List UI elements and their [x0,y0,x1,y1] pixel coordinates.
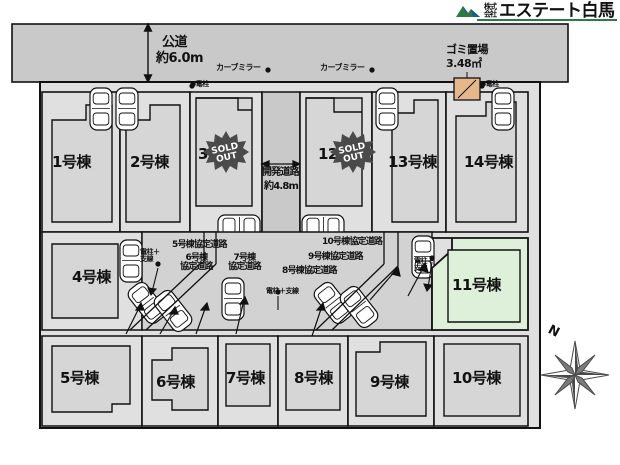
garbage-area-label-line1: ゴミ置場 [446,43,489,56]
lot-label-9[interactable]: 9号棟 [370,373,409,391]
mirror-marker-left [265,67,271,73]
mountain-icon [456,5,480,17]
pole-label-top-left: ●電柱 [190,80,209,88]
garbage-area-label-line2: 3.48㎡ [446,57,482,70]
logo-corp-line1: 株式 [484,2,497,12]
sold-out-text-lot12: SOLD OUT [326,127,381,182]
agreement-road-label-7: 7号棟 協定道路 [228,253,262,273]
car-mid-left-top [119,239,143,283]
lot-block-7[interactable] [217,335,279,427]
lot-label-14[interactable]: 14号棟 [464,153,513,171]
lot-block-6[interactable] [141,335,219,427]
middle-path-lines [129,232,399,331]
lot-block-4[interactable] [41,231,143,331]
lot-block-14[interactable] [445,87,529,233]
top-road-label-line1: 公道 [162,35,188,50]
agreement-road-label-5: 5号棟協定道路 [172,240,227,250]
lot-label-4[interactable]: 4号棟 [72,268,111,286]
pole-wire-marker-left [155,261,161,267]
lot-label-5[interactable]: 5号棟 [60,369,99,387]
curve-mirror-label-right: カーブミラー [320,63,365,72]
lot-block-10[interactable] [433,335,529,427]
center-road-dimension-arrow [260,160,302,168]
pole-label-top-right: ●電柱 [480,80,499,88]
pole-wire-label-left: 電柱＋ 支線 [140,248,160,264]
sold-out-line2: OUT [342,150,366,165]
logo-brand-name: エステート白馬 [499,0,615,21]
pole-marker-left [189,83,195,89]
lot-block-13[interactable] [371,87,447,233]
lot-label-11[interactable]: 11号棟 [452,276,501,294]
agreement-road-label-10: 10号棟協定道路 [322,237,383,247]
agreement-road-label-9: 9号棟協定道路 [308,252,363,262]
agreement-road-label-8: 8号棟協定道路 [282,266,337,276]
pole-wire-marker-right [429,255,435,261]
lot-label-2[interactable]: 2号棟 [130,153,169,171]
logo-corp-line2: 会社 [484,9,497,19]
starburst-icon [330,131,376,173]
pole-marker-right [479,83,485,89]
top-road-dimension-arrow [143,22,153,84]
pole-wire-marker-center [275,289,281,295]
sold-out-badge-lot3: SOLD OUT [203,131,249,177]
lot-label-6[interactable]: 6号棟 [156,373,195,391]
lot-label-8[interactable]: 8号棟 [294,369,333,387]
curve-mirror-label-left: カーブミラー [216,63,261,72]
pole-wire-label-right: 電柱＋ 支線 [414,257,434,273]
top-road-label-line2: 約6.0m [156,51,204,66]
starburst-icon [203,131,249,173]
compass-rose [540,340,610,410]
lot-label-1[interactable]: 1号棟 [52,153,91,171]
mirror-marker-right [369,67,375,73]
logo-corp-prefix: 株式 会社 [484,2,497,19]
sold-out-text-lot3: SOLD OUT [199,127,254,182]
lot-label-7[interactable]: 7号棟 [226,369,265,387]
lot-label-10[interactable]: 10号棟 [452,369,501,387]
lot-block-1[interactable] [41,87,121,233]
agreement-road-label-6: 6号棟 協定道路 [180,253,214,273]
company-logo: 株式 会社 エステート白馬 [455,0,620,22]
lot-block-8[interactable] [277,335,349,427]
center-road-label-line1: 開発道路 [262,167,300,178]
lot-label-13[interactable]: 13号棟 [388,153,437,171]
sold-out-badge-lot12: SOLD OUT [330,131,376,177]
lot-block-2[interactable] [115,87,191,233]
lot-block-11[interactable] [431,237,529,331]
agreement-road-leaders [125,261,429,337]
sold-out-line2: OUT [215,150,239,165]
pole-wire-label-center: 電柱＋支線 [266,287,299,295]
logo-underline [477,19,617,21]
center-road-label-line2: 約4.8m [264,181,299,192]
